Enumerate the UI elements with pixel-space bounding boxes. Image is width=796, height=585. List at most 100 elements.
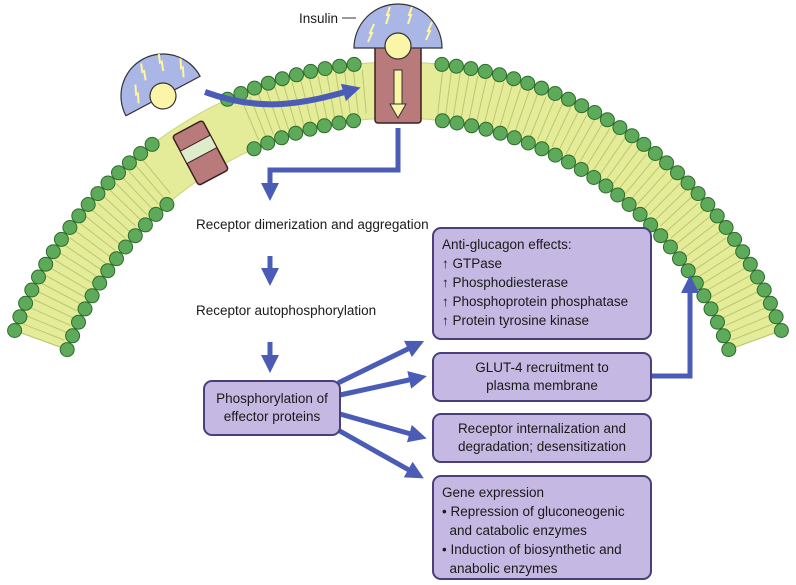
- lipid-tail: [618, 153, 647, 189]
- lipid-head: [109, 251, 124, 267]
- lipid-tail: [586, 128, 611, 167]
- lipid-tail: [437, 70, 444, 115]
- lipid-tail: [558, 110, 580, 151]
- lipid-tail: [685, 230, 722, 258]
- lipid-tail: [565, 114, 588, 155]
- lipid-head: [464, 118, 480, 134]
- lipid-tail: [734, 332, 776, 349]
- lipid-head: [316, 118, 332, 134]
- lipid-head: [478, 121, 494, 137]
- lipid-head: [463, 61, 479, 77]
- lipid-head: [492, 125, 508, 141]
- lipid-head: [587, 105, 603, 120]
- lipid-tail: [476, 77, 488, 121]
- lipid-head: [331, 115, 347, 131]
- lipid-tail: [721, 299, 763, 319]
- lipid-head: [612, 120, 628, 136]
- lipid-head: [100, 175, 116, 191]
- lipid-tail: [654, 189, 687, 221]
- lipid-tail: [91, 209, 126, 239]
- lipid-head: [632, 206, 648, 222]
- lipid-tail: [718, 291, 759, 312]
- lipid-tail: [54, 259, 93, 284]
- lipid-head: [721, 342, 737, 358]
- lipid-tail: [643, 176, 674, 210]
- lipid-head: [247, 80, 262, 96]
- lipid-head: [624, 128, 640, 144]
- lipid-head: [561, 91, 576, 107]
- lipid-tail: [707, 267, 746, 291]
- lipid-tail: [468, 75, 479, 120]
- lipid-head: [680, 263, 696, 279]
- lipid-tail: [20, 332, 62, 349]
- lipid-tail: [694, 244, 732, 271]
- arrow-receptor-migration: [203, 83, 361, 108]
- lipid-head: [750, 269, 765, 285]
- arrow-effector-to-internalization: [339, 411, 427, 443]
- lipid-tail: [29, 307, 71, 326]
- lipid-tail: [680, 223, 716, 251]
- lipid-tail: [507, 87, 522, 130]
- autophosphorylation-label: Receptor autophosphorylation: [196, 301, 376, 320]
- lipid-head: [621, 197, 637, 212]
- lipid-tail: [725, 307, 767, 326]
- insulin-molecule-left: [120, 53, 201, 117]
- anti-glucagon-item: ↑ Phosphoprotein phosphatase: [442, 294, 629, 309]
- lipid-head: [477, 63, 493, 79]
- lipid-tails: [20, 69, 776, 349]
- lipid-tail: [361, 69, 367, 114]
- lipid-head: [547, 86, 563, 101]
- lipid-head: [127, 228, 143, 244]
- lipid-head: [137, 217, 153, 233]
- lipid-tail: [135, 165, 165, 200]
- lipid-head: [148, 206, 164, 222]
- lipid-head: [53, 231, 69, 247]
- glut4-line-1: GLUT-4 recruitment to: [475, 360, 609, 375]
- anti-glucagon-box: Anti-glucagon effects: ↑ GTPase ↑ Phosph…: [432, 227, 652, 340]
- lipid-head: [703, 301, 719, 317]
- lipid-tail: [491, 82, 505, 125]
- lipid-tail: [445, 71, 452, 116]
- lipid-head: [547, 147, 563, 163]
- lipid-head: [690, 186, 706, 202]
- gene-expression-item: anabolic enzymes: [442, 561, 558, 576]
- lipid-tail: [514, 89, 530, 132]
- lipid-tail: [665, 202, 699, 233]
- lipid-head: [38, 256, 54, 272]
- lipid-head: [302, 121, 318, 137]
- lipid-head: [636, 136, 652, 152]
- lipid-tail: [50, 267, 89, 291]
- lipid-head: [289, 67, 304, 83]
- internalization-box: Receptor internalization and degradation…: [432, 413, 652, 463]
- lipid-tail: [659, 195, 693, 227]
- lipid-head: [100, 263, 116, 279]
- lipid-head: [317, 61, 333, 77]
- autophos-line-1: Receptor: [196, 303, 251, 318]
- lipid-tail: [484, 79, 496, 123]
- lipid-tail: [41, 283, 82, 305]
- lipid-head: [84, 288, 100, 304]
- effector-proteins-box: Phosphorylation of effector proteins: [203, 380, 341, 436]
- lipid-tail: [714, 283, 755, 305]
- lipid-tail: [637, 170, 668, 205]
- lipid-head: [111, 165, 126, 181]
- lipid-head: [434, 113, 450, 129]
- lipid-head: [762, 295, 778, 311]
- internalization-line-1: Receptor internalization and: [457, 421, 627, 436]
- lipid-head: [700, 197, 716, 212]
- lipid-head: [520, 135, 536, 151]
- lipid-head: [274, 71, 290, 87]
- lipid-tail: [648, 183, 681, 216]
- lipid-head: [92, 275, 108, 291]
- lipid-head: [715, 328, 731, 344]
- lipid-tail: [579, 123, 603, 162]
- lipid-head: [31, 269, 46, 285]
- lipid-head: [90, 186, 106, 202]
- lipid-head: [696, 288, 712, 304]
- lipid-tail: [26, 315, 68, 334]
- gene-expression-item: • Repression of gluconeogenic: [442, 504, 625, 519]
- lipid-head: [506, 71, 522, 87]
- lipid-tail: [593, 132, 618, 171]
- lipid-head: [662, 239, 678, 255]
- lipid-head: [288, 125, 304, 141]
